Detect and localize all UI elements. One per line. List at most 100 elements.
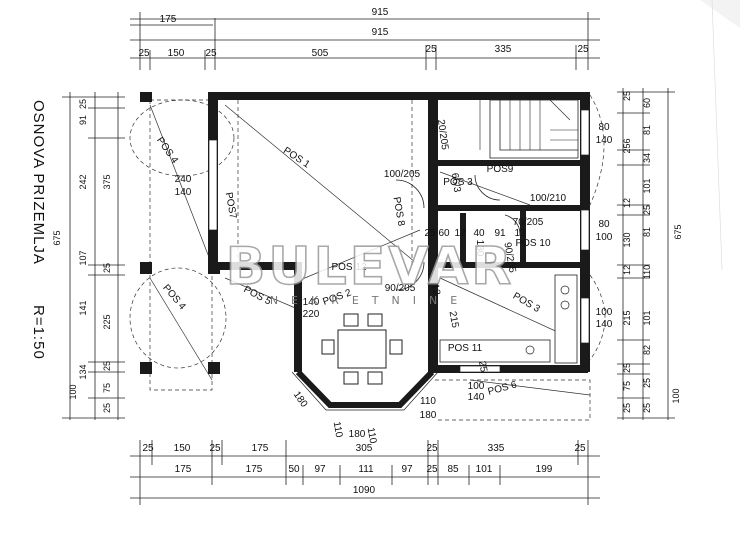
dimension-label: 25 xyxy=(574,443,586,454)
dimension-label: 25 xyxy=(622,363,632,373)
dimension-label: 25 xyxy=(426,464,438,475)
watermark-brand: BULEVAR xyxy=(226,237,515,297)
plan-annotation: 40 xyxy=(473,228,485,239)
dimension-label: 81 xyxy=(642,227,652,237)
plan-scale: R=1:50 xyxy=(30,305,47,360)
dimension-lines-right xyxy=(617,88,675,420)
dining-set xyxy=(321,313,403,385)
plan-annotation: 12 xyxy=(429,283,442,296)
dimension-label: 25 xyxy=(102,263,112,273)
dimension-label: 175 xyxy=(160,14,177,25)
plan-annotation: 12 xyxy=(514,228,526,239)
plan-annotation: POS 3 xyxy=(443,177,473,188)
plan-annotation: 100 xyxy=(596,307,613,318)
dimension-label: 25 xyxy=(78,99,88,109)
dimension-label: 25 xyxy=(209,443,221,454)
dimension-label: 175 xyxy=(175,464,192,475)
dimension-label: 81 xyxy=(642,125,652,135)
plan-annotation: POS9 xyxy=(487,164,514,175)
plan-annotation: POS 4 xyxy=(160,283,188,313)
dimension-label: 141 xyxy=(78,300,88,315)
dimension-label: 91 xyxy=(78,115,88,125)
dimension-label: 505 xyxy=(312,48,329,59)
plan-annotation: 20/205 xyxy=(435,119,450,151)
dimension-label: 915 xyxy=(372,7,389,18)
dimension-label: 175 xyxy=(246,464,263,475)
dimension-label: 12 xyxy=(622,198,632,208)
dimension-label: 25 xyxy=(102,403,112,413)
watermark-sub: NEKRETNINE xyxy=(270,294,470,307)
walls xyxy=(208,92,590,373)
plan-annotation: 180 xyxy=(349,429,366,440)
door-swings xyxy=(395,174,521,291)
plan-annotation: 66/3 xyxy=(449,172,463,193)
dimension-label: 150 xyxy=(168,48,185,59)
plan-annotation: POS 3 xyxy=(511,291,542,315)
plan-annotation: POS 8 xyxy=(390,196,406,227)
dimension-label: 335 xyxy=(495,44,512,55)
dimension-label: 25 xyxy=(642,205,652,215)
plan-annotation: 240 xyxy=(175,174,192,185)
dimension-label: 101 xyxy=(476,464,493,475)
dimension-label: 111 xyxy=(358,464,374,475)
dimension-label: 50 xyxy=(288,464,300,475)
dimension-label: 25 xyxy=(642,403,652,413)
dimension-label: 25 xyxy=(622,403,632,413)
plan-annotation: 140 xyxy=(596,135,613,146)
plan-annotation: 90/205 xyxy=(385,283,416,294)
dimension-label: 915 xyxy=(372,27,389,38)
dimension-label: 25 xyxy=(425,44,437,55)
plan-annotation: 140 xyxy=(596,319,613,330)
dimension-lines-top xyxy=(130,12,600,70)
plan-annotation: 100 xyxy=(596,232,613,243)
dimension-label: 25 xyxy=(205,48,217,59)
plan-annotation: POS7 xyxy=(223,191,239,220)
dimension-lines-left xyxy=(62,92,125,420)
dimension-label: 675 xyxy=(52,230,62,245)
plan-annotation: 12 xyxy=(454,228,466,239)
dimension-label: 107 xyxy=(78,250,88,265)
plan-annotation: 180 xyxy=(291,390,310,410)
dimension-label: 25 xyxy=(138,48,150,59)
dimension-label: 130 xyxy=(622,232,632,247)
dimension-label: 375 xyxy=(102,174,112,189)
plan-annotation: 110 xyxy=(420,396,436,407)
section-lines xyxy=(149,104,591,396)
dimension-label: 150 xyxy=(174,443,191,454)
plan-annotation: 110 xyxy=(365,427,379,445)
plan-annotation: 100/210 xyxy=(530,193,567,204)
plan-annotation: 110 xyxy=(331,421,345,439)
plan-annotation: 80 xyxy=(598,122,610,133)
dimension-label: 25 xyxy=(142,443,154,454)
paper-fold xyxy=(711,0,723,271)
plan-annotation: 100/205 xyxy=(384,169,421,180)
dimension-label: 335 xyxy=(488,443,505,454)
plan-annotation: POS 10 xyxy=(515,238,550,249)
plan-annotation: POS 1 xyxy=(281,145,312,171)
dimension-label: 100 xyxy=(671,388,681,403)
plan-annotation: 90/205 xyxy=(501,242,517,274)
plan-annotation: POS 4 xyxy=(154,135,180,166)
dimension-label: 100 xyxy=(68,384,78,399)
dimension-label: 101 xyxy=(642,310,652,325)
dimension-label: 305 xyxy=(356,443,373,454)
dimension-label: 175 xyxy=(252,443,269,454)
plan-annotation: POS 12 xyxy=(331,262,366,273)
paper-corner xyxy=(700,0,740,28)
dimension-label: 12 xyxy=(622,265,632,275)
dimension-label: 1090 xyxy=(353,485,376,496)
dimension-label: 60 xyxy=(642,98,652,108)
plan-annotation: 215 xyxy=(447,310,461,329)
plan-annotation: 91 xyxy=(494,228,506,239)
dimension-label: 82 xyxy=(642,345,652,355)
dimension-label: 34 xyxy=(642,153,652,163)
dimension-label: 25 xyxy=(642,378,652,388)
plan-annotation: 80 xyxy=(598,219,610,230)
plan-annotation: 100 xyxy=(468,381,485,392)
plan-annotation: POS 11 xyxy=(448,343,483,354)
dimension-label: 225 xyxy=(102,314,112,329)
